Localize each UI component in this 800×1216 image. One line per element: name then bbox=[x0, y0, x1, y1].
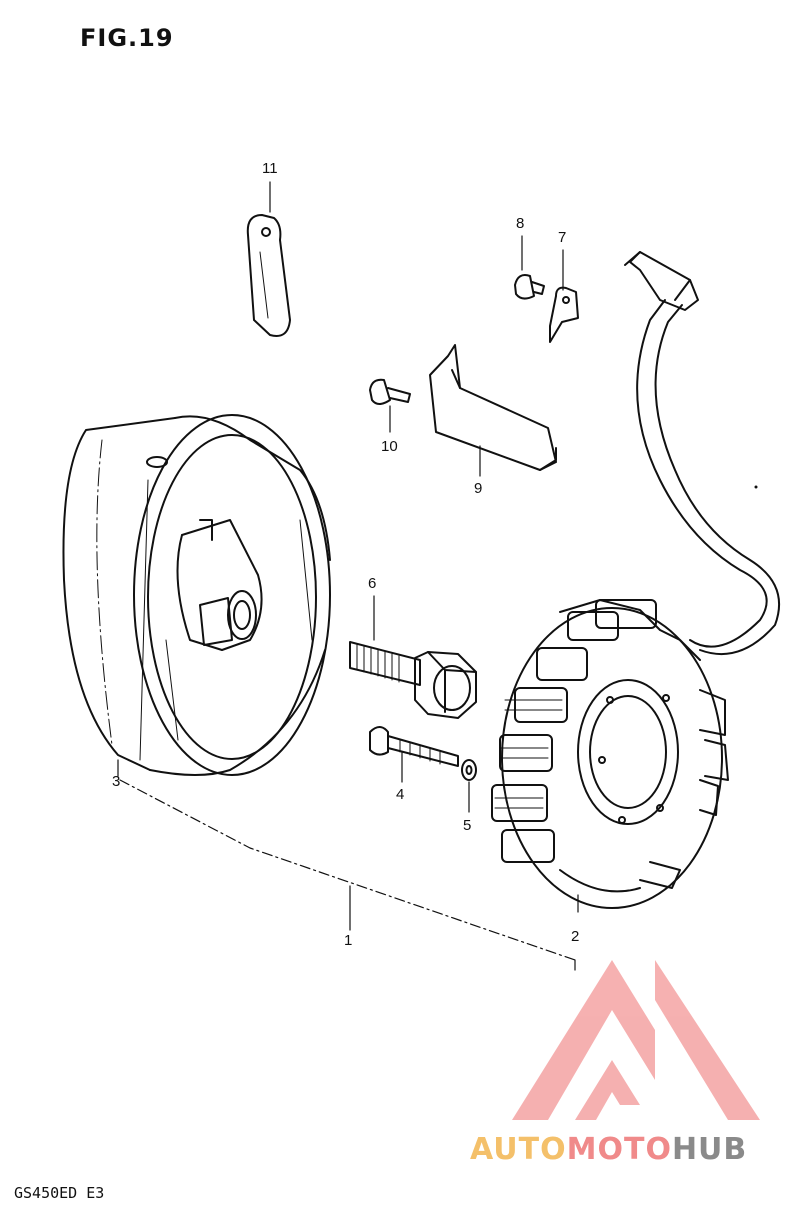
callout-4: 4 bbox=[396, 786, 405, 803]
callout-1: 1 bbox=[344, 932, 353, 949]
washer bbox=[461, 759, 477, 781]
callout-leaders bbox=[269, 181, 564, 813]
callout-10: 10 bbox=[381, 438, 398, 455]
callout-9: 9 bbox=[474, 480, 483, 497]
wire-guide-plate bbox=[429, 344, 557, 471]
assembly-bracket-lines bbox=[117, 759, 576, 971]
wire-harness bbox=[624, 251, 781, 656]
callout-5: 5 bbox=[463, 817, 472, 834]
watermark-logo-mark bbox=[512, 960, 760, 1120]
stator-screw bbox=[369, 726, 459, 767]
clamp-screw bbox=[514, 274, 545, 300]
logo-text-hub: HUB bbox=[671, 1132, 748, 1167]
rotor-flywheel bbox=[62, 414, 331, 776]
callout-11: 11 bbox=[262, 160, 278, 177]
watermark-logo-text: AUTOMOTOHUB bbox=[470, 1132, 747, 1167]
stator-coil-assembly bbox=[491, 599, 729, 913]
figure-title: FIG.19 bbox=[80, 24, 174, 52]
rotor-bolt bbox=[349, 641, 477, 719]
callout-3: 3 bbox=[112, 773, 121, 790]
callout-2: 2 bbox=[571, 928, 580, 945]
model-code: GS450ED E3 bbox=[14, 1184, 105, 1202]
logo-text-auto: AUTO bbox=[470, 1132, 567, 1167]
guide-plate-bolt bbox=[369, 378, 411, 405]
logo-text-moto: MOTO bbox=[566, 1132, 672, 1167]
callout-6: 6 bbox=[368, 575, 377, 592]
callout-7: 7 bbox=[558, 229, 567, 246]
wire-clamp bbox=[246, 214, 291, 337]
callout-8: 8 bbox=[516, 215, 525, 232]
lead-wire-clamp bbox=[549, 286, 579, 343]
